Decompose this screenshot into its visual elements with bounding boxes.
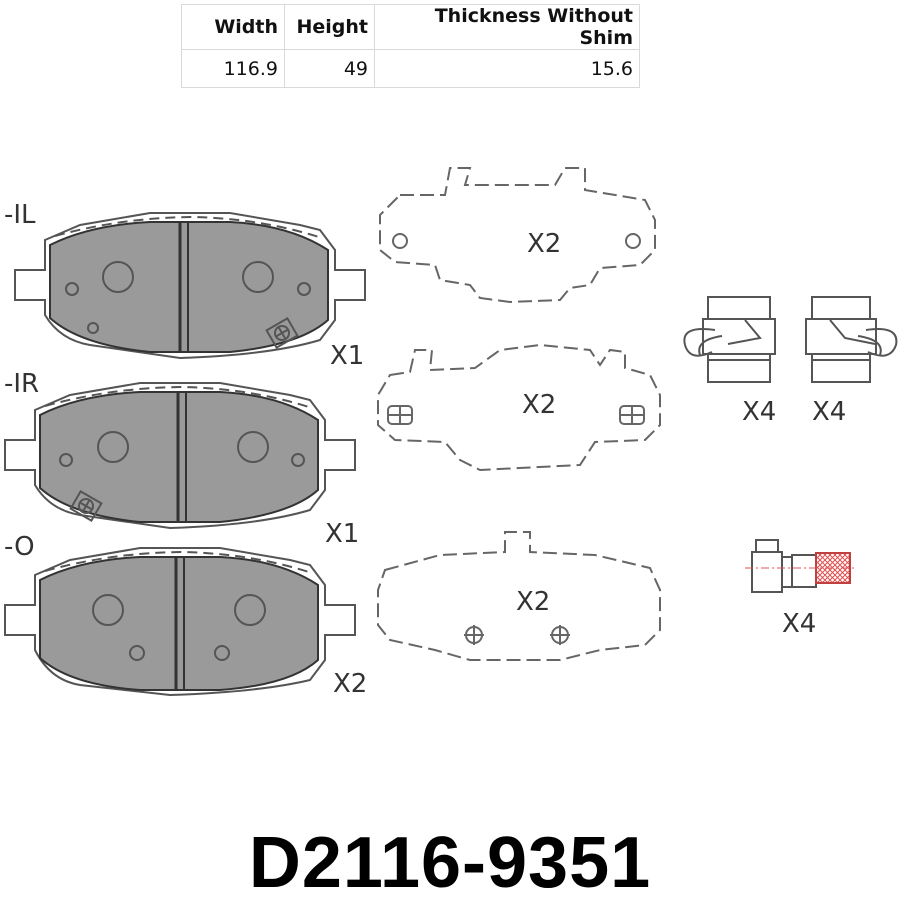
spec-table: Width Height Thickness Without Shim 116.… bbox=[181, 4, 640, 88]
wear-indicator bbox=[69, 489, 103, 523]
shim-qty-label: X2 bbox=[516, 587, 550, 617]
pad-backing-plate bbox=[4, 382, 356, 530]
pad-backing-plate bbox=[4, 547, 356, 697]
pad-backing-plate bbox=[14, 212, 366, 360]
part-number: D2116-9351 bbox=[248, 823, 652, 903]
pad-qty-label: X1 bbox=[330, 341, 364, 371]
wear-indicator bbox=[265, 316, 299, 350]
value-thickness: 15.6 bbox=[374, 49, 640, 88]
shim-plate-2 bbox=[377, 343, 661, 472]
pad-shim-dash bbox=[54, 215, 323, 239]
shim-qty-label: X2 bbox=[527, 229, 561, 259]
shim-qty-label: X2 bbox=[522, 390, 556, 420]
pad-code-label: -O bbox=[4, 532, 35, 562]
abutment-clip-left bbox=[683, 296, 776, 383]
pad-shim-dash bbox=[44, 550, 313, 574]
pad-code-label: -IL bbox=[4, 200, 36, 230]
header-width: Width bbox=[181, 4, 285, 50]
guide-bolt bbox=[745, 539, 856, 593]
spec-value-row: 116.9 49 15.6 bbox=[181, 49, 640, 88]
value-width: 116.9 bbox=[181, 49, 285, 88]
pad-shim-dash bbox=[44, 385, 313, 409]
bolt-qty-label: X4 bbox=[782, 609, 816, 639]
pad-qty-label: X2 bbox=[333, 669, 367, 699]
abutment-clip-right bbox=[805, 296, 898, 383]
clip-qty-label: X4 bbox=[742, 397, 776, 427]
pad-friction-material bbox=[39, 556, 319, 691]
labels: -IL X1 -IR X1 -O X2 X2 X2 X2 X4 X4 X4 bbox=[4, 200, 846, 699]
header-height: Height bbox=[284, 4, 375, 50]
spec-header-row: Width Height Thickness Without Shim bbox=[181, 4, 640, 50]
brake-pad-inner-right bbox=[4, 382, 356, 530]
clip-qty-label: X4 bbox=[812, 397, 846, 427]
shim-plate-1 bbox=[379, 167, 656, 304]
brake-pad-outer bbox=[4, 547, 356, 697]
pad-code-label: -IR bbox=[4, 369, 39, 399]
brake-pad-inner-left bbox=[14, 212, 366, 360]
pad-qty-label: X1 bbox=[325, 519, 359, 549]
shim-plate-3 bbox=[377, 531, 661, 661]
